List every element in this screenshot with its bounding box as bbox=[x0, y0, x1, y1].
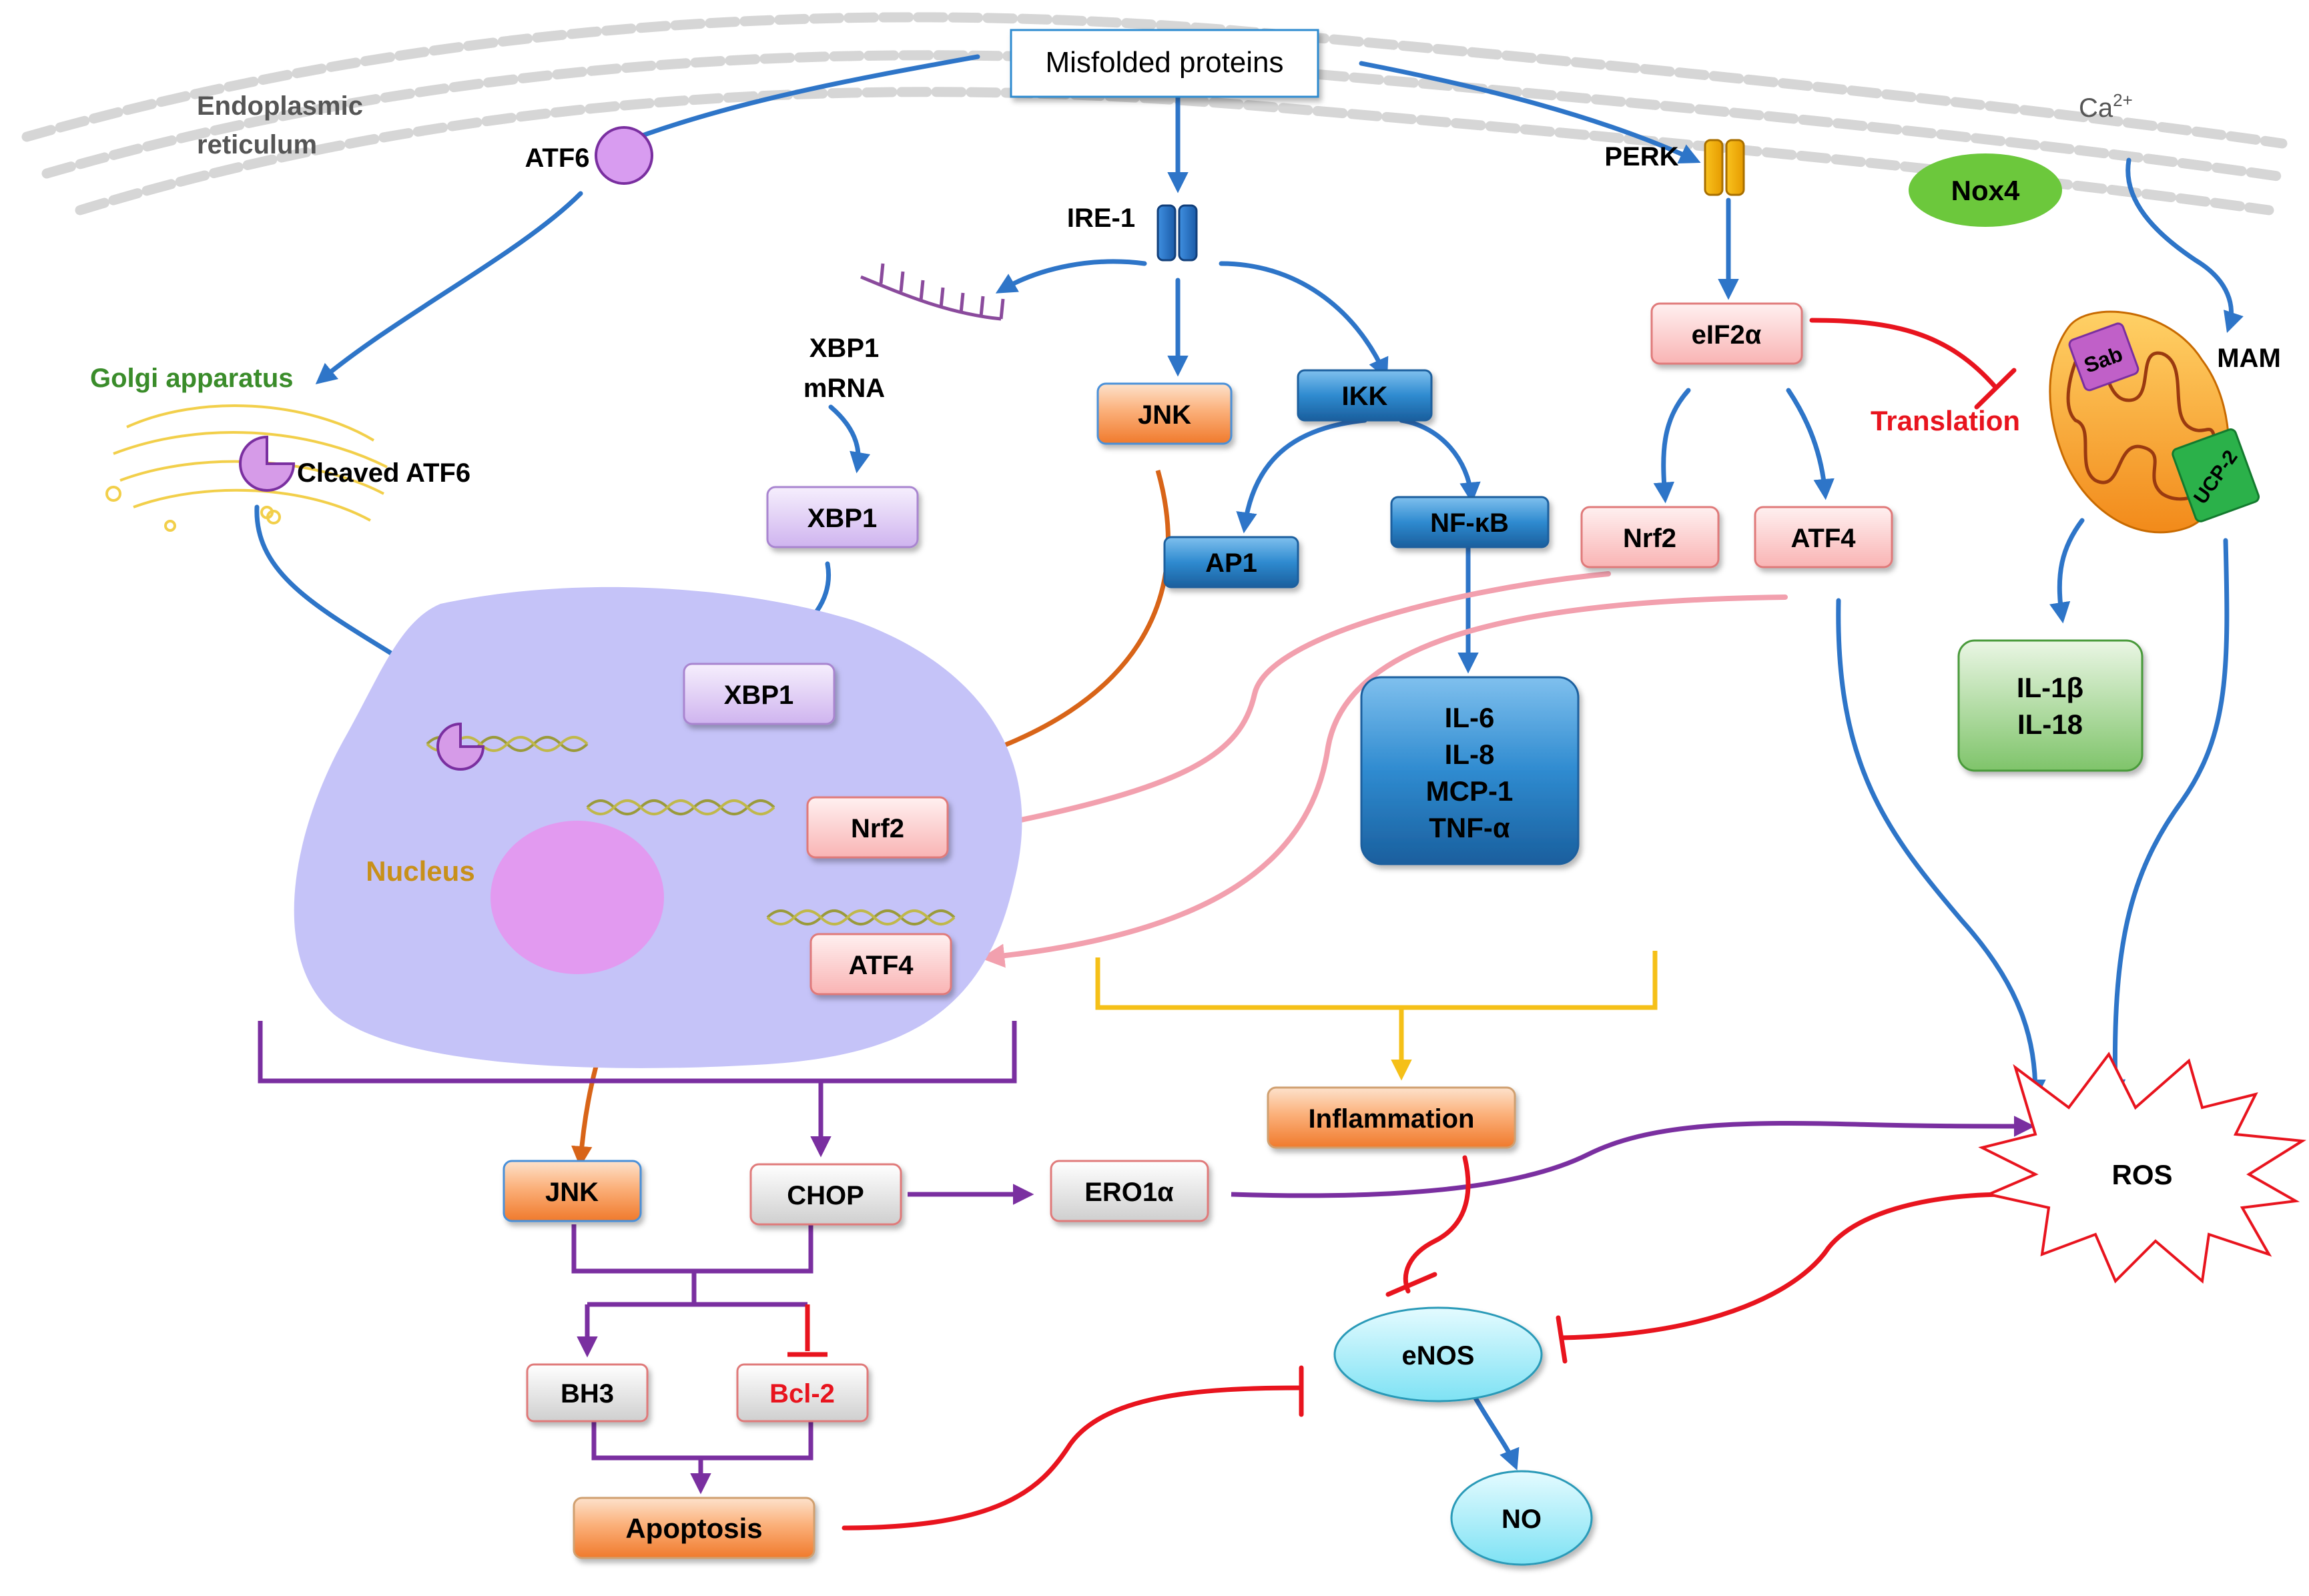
atf4-nucleus-box bbox=[809, 933, 952, 995]
ire1-label: IRE-1 bbox=[1067, 204, 1135, 233]
atf6-label: ATF6 bbox=[525, 143, 589, 173]
cleaved-atf6-icon bbox=[239, 435, 296, 492]
apoptosis-box bbox=[573, 1497, 815, 1559]
jnk-top-label: JNK bbox=[1138, 400, 1191, 430]
ca-text: Ca bbox=[2079, 93, 2113, 123]
atf4-cytoplasm-label: ATF4 bbox=[1790, 524, 1856, 553]
cleaved-atf6-nuclear-icon bbox=[436, 722, 485, 771]
bcl2-inhibition bbox=[787, 1304, 828, 1357]
perk-label: PERK bbox=[1604, 142, 1678, 171]
nfkb-label: NF-κB bbox=[1430, 508, 1509, 538]
eif2a-box bbox=[1650, 302, 1803, 365]
atf4-nucleus-label: ATF4 bbox=[848, 951, 914, 980]
chop-box bbox=[749, 1163, 902, 1226]
translation-label: Translation bbox=[1871, 405, 2020, 436]
nucleolus bbox=[490, 821, 664, 974]
eif2a-label: eIF2α bbox=[1692, 320, 1762, 350]
ros-label: ROS bbox=[2111, 1159, 2172, 1190]
il18-label: IL-18 bbox=[2017, 709, 2083, 740]
nrf2-nucleus-label: Nrf2 bbox=[851, 814, 904, 843]
nfkb-box bbox=[1390, 496, 1550, 548]
nrf2-nucleus-box bbox=[806, 796, 949, 859]
ca-superscript: 2+ bbox=[2113, 90, 2133, 110]
inflammation-label: Inflammation bbox=[1309, 1104, 1475, 1134]
ap1-box bbox=[1163, 536, 1299, 588]
apoptosis-network-lines bbox=[571, 1116, 2035, 1495]
ca-label: Ca2+ bbox=[2079, 90, 2133, 123]
atf6-receptor-icon bbox=[595, 126, 653, 185]
perk-receptor-icon bbox=[1704, 139, 1745, 196]
pink-arrows bbox=[980, 571, 1788, 968]
ap1-label: AP1 bbox=[1205, 548, 1257, 578]
apoptosis-label: Apoptosis bbox=[625, 1513, 762, 1544]
ire1-receptor-icon bbox=[1157, 204, 1198, 262]
cytokine-mcp1: MCP-1 bbox=[1426, 775, 1514, 807]
xbp1-cytoplasm-box bbox=[766, 486, 919, 548]
xbp1-mrna-line1: XBP1 bbox=[809, 334, 880, 363]
cleaved-atf6-label: Cleaved ATF6 bbox=[297, 458, 470, 488]
inflammation-box bbox=[1267, 1086, 1516, 1149]
bh3-label: BH3 bbox=[561, 1379, 614, 1409]
cytokine-il6: IL-6 bbox=[1445, 702, 1495, 733]
nrf2-cytoplasm-label: Nrf2 bbox=[1623, 524, 1676, 553]
ero1a-box bbox=[1050, 1160, 1209, 1222]
inflammation-bracket bbox=[1095, 951, 1658, 1081]
bcl2-box bbox=[736, 1363, 869, 1423]
nucleus-label: Nucleus bbox=[366, 855, 474, 887]
mitochondrion-icon bbox=[2049, 310, 2260, 534]
ikk-label: IKK bbox=[1342, 382, 1388, 411]
xbp1-nucleus-box bbox=[683, 663, 836, 725]
nucleus-output-bracket bbox=[258, 1021, 1017, 1158]
er-label-line2: reticulum bbox=[197, 130, 317, 159]
nox4-node bbox=[1909, 153, 2062, 227]
cytokines-box bbox=[1360, 676, 1580, 865]
golgi-label: Golgi apparatus bbox=[90, 364, 294, 393]
er-label-line1: Endoplasmic bbox=[197, 91, 363, 121]
mam-label: MAM bbox=[2217, 344, 2281, 373]
blue-arrows bbox=[254, 54, 2244, 1471]
atf4-cytoplasm-box bbox=[1754, 506, 1893, 568]
chop-label: CHOP bbox=[787, 1181, 864, 1210]
xbp1-mrna-icon bbox=[860, 263, 1005, 321]
xbp1-cytoplasm-label: XBP1 bbox=[807, 504, 878, 533]
ikk-box bbox=[1297, 369, 1433, 422]
ero1a-label: ERO1α bbox=[1084, 1178, 1174, 1207]
misfolded-proteins-label: Misfolded proteins bbox=[1045, 46, 1283, 79]
inhibit-translation bbox=[1809, 318, 2017, 410]
xbp1-nucleus-label: XBP1 bbox=[724, 681, 794, 710]
nox4-label: Nox4 bbox=[1951, 175, 2020, 206]
ros-starburst bbox=[1978, 1052, 2307, 1284]
bh3-box bbox=[526, 1363, 649, 1423]
enos-node bbox=[1333, 1306, 1543, 1403]
misfolded-proteins-box bbox=[1010, 29, 1319, 98]
jnk-bottom-label: JNK bbox=[545, 1178, 599, 1207]
no-node bbox=[1450, 1470, 1593, 1566]
xbp1-mrna-line2: mRNA bbox=[803, 374, 885, 403]
jnk-top-box bbox=[1096, 382, 1233, 445]
bcl2-label: Bcl-2 bbox=[769, 1379, 835, 1409]
no-label: NO bbox=[1502, 1505, 1542, 1534]
enos-label: eNOS bbox=[1402, 1341, 1475, 1370]
il1b-label: IL-1β bbox=[2017, 672, 2083, 703]
cytokine-il8: IL-8 bbox=[1445, 739, 1495, 770]
jnk-bottom-box bbox=[503, 1160, 642, 1222]
nrf2-cytoplasm-box bbox=[1580, 506, 1720, 568]
cytokine-tnfa: TNF-α bbox=[1429, 812, 1510, 843]
enos-inhibition-lines bbox=[842, 1155, 2011, 1531]
il-cytokines-box bbox=[1957, 639, 2143, 772]
